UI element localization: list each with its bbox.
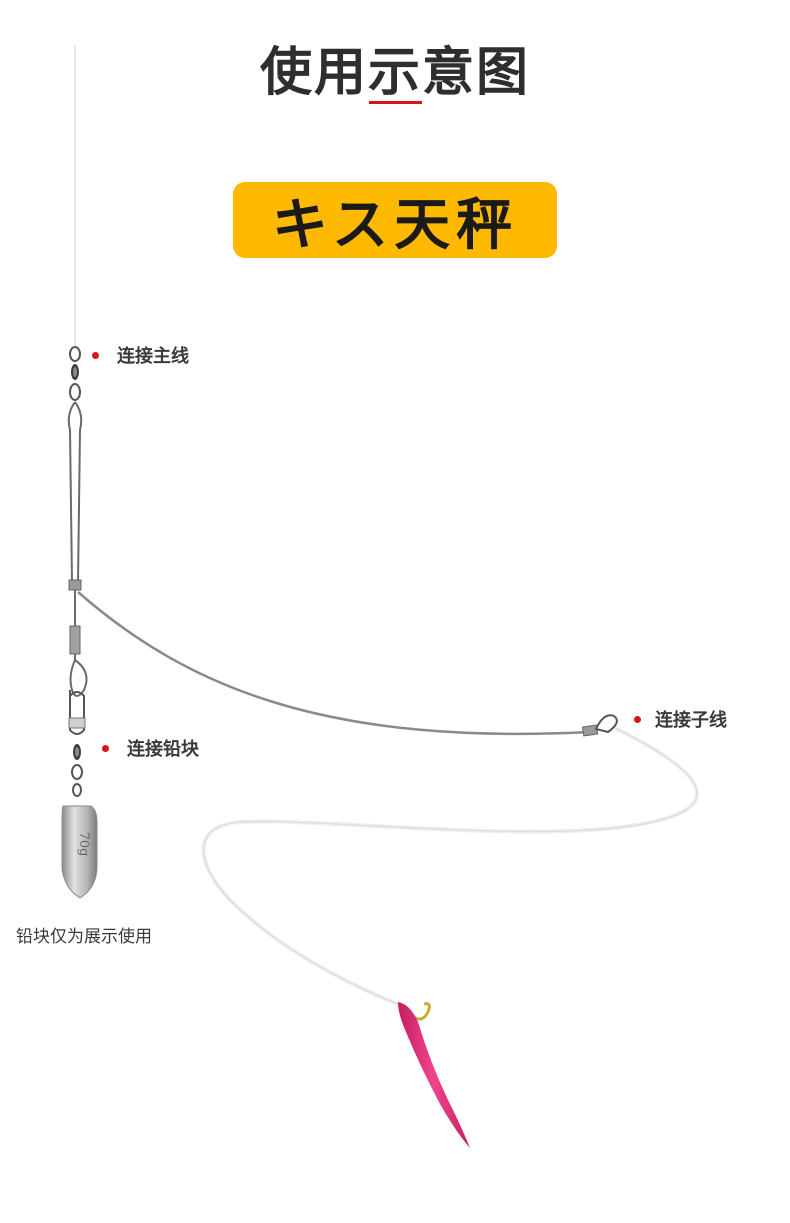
callout-dot [92,351,99,359]
lower-wire-arm [69,590,88,697]
callout-sinker: 连接铅块 [102,735,199,761]
sinker-display-note: 铅块仅为展示使用 [16,927,152,947]
callout-main-line: 连接主线 [92,342,189,368]
callout-main-line-label: 连接主线 [117,346,189,367]
branch-eye [594,714,618,734]
callout-sinker-label: 连接铅块 [127,739,199,760]
leader-line [201,726,699,1007]
callout-leader: 连接子线 [634,706,727,732]
callout-leader-label: 连接子线 [655,710,727,731]
callout-dot [102,744,109,752]
product-badge: キス天秤 [233,182,557,258]
sinker-weight-label: 70g [76,832,91,857]
title-underline [369,101,422,104]
branch-arm [77,591,591,736]
snap-swivel [68,690,86,797]
product-name: キス天秤 [271,192,519,258]
top-swivel [69,346,81,401]
lead-sinker: 70g [61,805,98,899]
callout-dot [634,715,641,723]
upper-wire-arm [67,401,83,591]
worm-lure [398,1002,470,1148]
page-title: 使用示意图 [259,43,530,103]
